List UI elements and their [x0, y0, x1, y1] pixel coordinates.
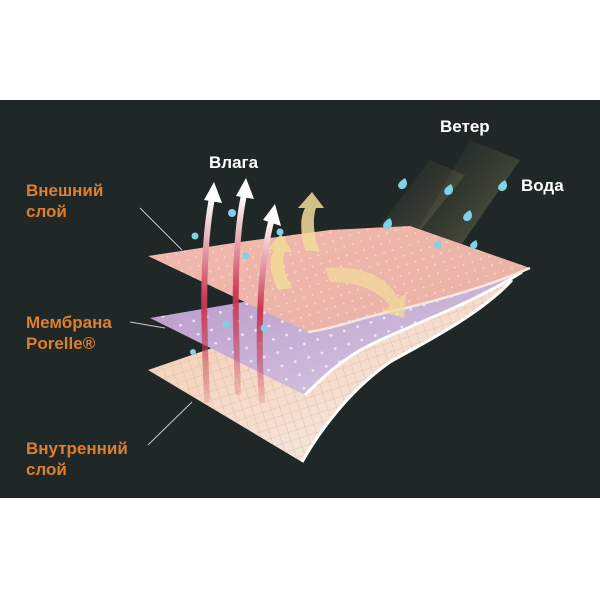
- fabric-layers-illustration: [129, 140, 531, 463]
- diagram-panel: Внешний слой Мембрана Porelle® Внутренни…: [0, 100, 600, 498]
- wind-arrow-icon: [267, 192, 406, 318]
- label-moisture: Влага: [209, 153, 259, 172]
- label-membrane: Мембрана Porelle®: [26, 313, 112, 353]
- water-droplet-icon: [190, 178, 507, 355]
- leader-lines: [129, 207, 193, 446]
- label-water: Вода: [521, 176, 564, 195]
- label-outer-layer: Внешний слой: [26, 181, 104, 221]
- label-inner-layer: Внутренний слой: [26, 439, 128, 479]
- moisture-arrow-icon: [201, 178, 281, 403]
- label-wind: Ветер: [440, 117, 490, 136]
